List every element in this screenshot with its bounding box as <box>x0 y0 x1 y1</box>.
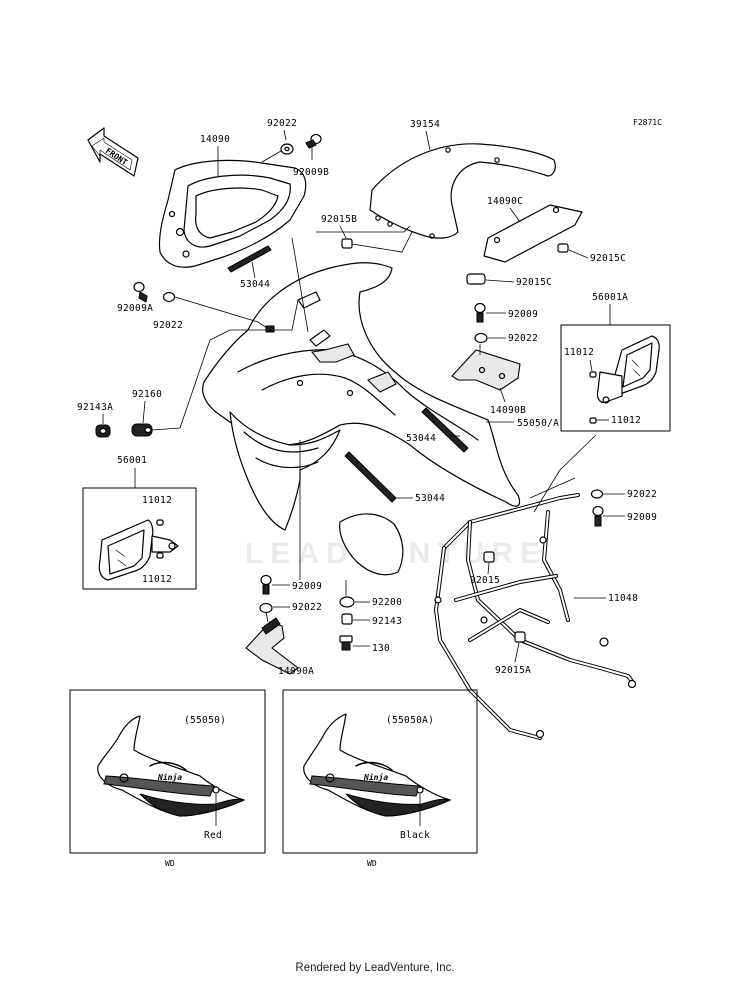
bracket-14090A <box>245 617 299 675</box>
washer-icon <box>339 596 355 608</box>
nut-icon <box>156 519 164 526</box>
variant-code-black: (55050A) <box>386 715 434 726</box>
washer-icon <box>280 143 294 155</box>
label-92015C-a: 92015C <box>590 253 626 264</box>
grommet-icon <box>265 325 275 333</box>
label-11012-b: 11012 <box>611 415 641 426</box>
washer-icon <box>162 291 176 303</box>
footer-credit: Rendered by LeadVenture, Inc. <box>295 962 455 974</box>
nut-icon <box>341 613 353 625</box>
mirror-callout-box <box>82 487 197 590</box>
label-92022-frame: 92022 <box>627 489 657 500</box>
bolt-icon <box>592 505 604 527</box>
label-11048: 11048 <box>608 593 638 604</box>
label-92022-low: 92022 <box>292 602 322 613</box>
label-92143: 92143 <box>372 616 402 627</box>
inner-panel-part <box>339 513 404 576</box>
label-14090B: 14090B <box>490 405 526 416</box>
label-92015C-b: 92015C <box>516 277 552 288</box>
label-56001A: 56001A <box>592 292 628 303</box>
washer-icon <box>590 489 604 499</box>
upper-cowl-part <box>202 262 521 507</box>
label-92009-r: 92009 <box>508 309 538 320</box>
washer-icon <box>259 602 273 614</box>
variant-color-black: Black <box>400 830 430 841</box>
label-92009-frame: 92009 <box>627 512 657 523</box>
nut-icon <box>466 243 569 285</box>
nut-icon <box>514 631 526 643</box>
label-92160: 92160 <box>132 389 162 400</box>
label-92015: 92015 <box>470 575 500 586</box>
label-92009A: 92009A <box>117 303 153 314</box>
bolt-icon <box>305 133 322 149</box>
rubber-grommet-icon <box>95 423 153 438</box>
bracket-14090B <box>451 349 521 391</box>
nut-icon <box>341 238 353 249</box>
nut-icon <box>589 371 597 378</box>
trim-strip <box>227 245 272 273</box>
bolt-icon <box>260 574 272 595</box>
label-92022-left: 92022 <box>153 320 183 331</box>
label-92200: 92200 <box>372 597 402 608</box>
collar-icon <box>339 635 353 651</box>
bracket-14090C <box>483 204 583 263</box>
cowling-stay-frame-part <box>434 493 637 740</box>
ninja-logo-text: Ninja <box>157 772 182 782</box>
variant-code-red: (55050) <box>184 715 226 726</box>
trim-strip <box>344 451 397 503</box>
windshield-part <box>369 143 556 239</box>
label-53044-mid: 53044 <box>406 433 436 444</box>
label-55050A: 55050/A <box>517 418 559 429</box>
label-92143A: 92143A <box>77 402 113 413</box>
ninja-logo-text: Ninja <box>363 772 388 782</box>
variant-box-red: (55050) Ninja Red <box>69 689 266 854</box>
label-92015A: 92015A <box>495 665 531 676</box>
label-14090A: 14090A <box>278 666 314 677</box>
trim-strip <box>421 407 469 453</box>
label-39154: 39154 <box>410 119 440 130</box>
label-130: 130 <box>372 643 390 654</box>
nut-icon <box>483 551 495 563</box>
label-92009B: 92009B <box>293 167 329 178</box>
label-53044-low: 53044 <box>415 493 445 504</box>
mirror-part <box>596 335 660 404</box>
variant-region-black: WD <box>367 859 377 868</box>
bolt-icon <box>133 281 148 303</box>
mirror-callout-box <box>560 324 671 432</box>
label-11012-d: 11012 <box>142 574 172 585</box>
nut-icon <box>156 552 164 559</box>
front-arrow-icon: FRONT <box>87 127 139 177</box>
label-11012-c: 11012 <box>142 495 172 506</box>
meter-cover-part <box>158 159 307 268</box>
label-92015B: 92015B <box>321 214 357 225</box>
diagram-code: F2871C <box>633 118 662 127</box>
variant-region-red: WD <box>165 859 175 868</box>
label-11012-a: 11012 <box>564 347 594 358</box>
mirror-part <box>98 519 179 581</box>
label-53044-top: 53044 <box>240 279 270 290</box>
label-14090C: 14090C <box>487 196 523 207</box>
label-92022-top: 92022 <box>267 118 297 129</box>
bolt-icon <box>474 302 486 323</box>
label-14090: 14090 <box>200 134 230 145</box>
nut-icon <box>589 417 597 424</box>
label-92022-r: 92022 <box>508 333 538 344</box>
washer-icon <box>474 332 488 344</box>
variant-box-black: (55050A) Ninja Black <box>282 689 478 854</box>
label-56001: 56001 <box>117 455 147 466</box>
variant-color-red: Red <box>204 830 222 841</box>
label-92009-low: 92009 <box>292 581 322 592</box>
